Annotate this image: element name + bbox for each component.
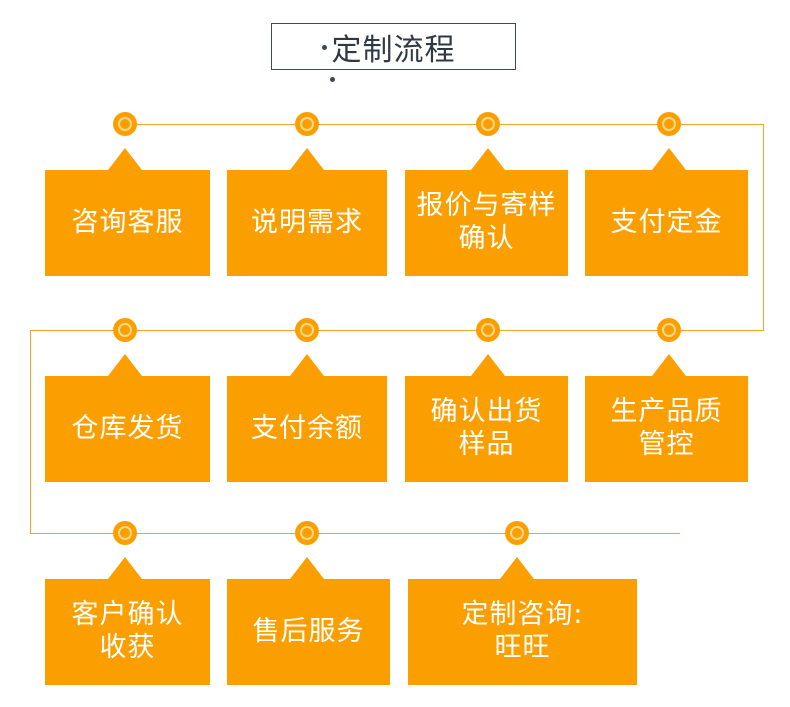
pointer-6 — [471, 354, 505, 376]
flow-step-card-7[interactable]: 支付余额 — [227, 376, 387, 482]
pointer-9 — [108, 557, 142, 579]
flow-node-2[interactable] — [295, 112, 319, 136]
pointer-2 — [290, 148, 324, 170]
pointer-8 — [108, 354, 142, 376]
flow-step-label-3: 报价与寄样 确认 — [416, 190, 557, 254]
bullet-dot-icon-secondary — [330, 77, 335, 82]
flow-step-label-8: 仓库发货 — [71, 412, 184, 444]
flow-step-card-10[interactable]: 售后服务 — [227, 579, 390, 685]
pointer-7 — [290, 354, 324, 376]
flow-node-8[interactable] — [113, 318, 137, 342]
flow-node-11[interactable] — [505, 521, 529, 545]
flow-step-card-11[interactable]: 定制咨询: 旺旺 — [408, 579, 637, 685]
flow-step-label-2: 说明需求 — [251, 206, 363, 238]
flow-step-card-2[interactable]: 说明需求 — [227, 170, 387, 276]
flow-step-label-9: 客户确认 收获 — [71, 599, 184, 663]
rail-row2-horizontal — [30, 330, 764, 331]
pointer-3 — [471, 148, 505, 170]
flow-node-10[interactable] — [295, 521, 319, 545]
flow-step-card-6[interactable]: 确认出货 样品 — [405, 376, 568, 482]
flow-step-card-9[interactable]: 客户确认 收获 — [45, 579, 210, 685]
bullet-dot-icon — [322, 45, 327, 50]
flow-node-9[interactable] — [113, 521, 137, 545]
flow-node-7[interactable] — [295, 318, 319, 342]
rail-row1-horizontal — [125, 124, 764, 125]
flow-step-card-3[interactable]: 报价与寄样 确认 — [405, 170, 568, 276]
flow-node-5[interactable] — [657, 318, 681, 342]
rail-row3-horizontal — [30, 533, 680, 534]
flow-step-label-10: 售后服务 — [252, 615, 365, 647]
flow-step-label-7: 支付余额 — [251, 412, 363, 444]
flow-step-card-8[interactable]: 仓库发货 — [45, 376, 210, 482]
flow-step-label-1: 咨询客服 — [71, 206, 184, 238]
pointer-1 — [108, 148, 142, 170]
flow-node-6[interactable] — [476, 318, 500, 342]
flow-step-label-4: 支付定金 — [610, 206, 723, 238]
rail-right-vertical — [763, 124, 764, 331]
pointer-4 — [652, 148, 686, 170]
pointer-11 — [500, 557, 534, 579]
flow-step-card-1[interactable]: 咨询客服 — [45, 170, 210, 276]
title-box — [271, 23, 516, 70]
page-title: 定制流程 — [331, 32, 456, 68]
rail-left-vertical — [30, 330, 31, 533]
flow-step-label-11: 定制咨询: 旺旺 — [461, 599, 584, 663]
flow-node-3[interactable] — [476, 112, 500, 136]
flow-step-card-4[interactable]: 支付定金 — [585, 170, 748, 276]
pointer-5 — [652, 354, 686, 376]
flow-step-card-5[interactable]: 生产品质 管控 — [585, 376, 748, 482]
flow-step-label-6: 确认出货 样品 — [430, 396, 543, 460]
flow-step-label-5: 生产品质 管控 — [610, 396, 723, 460]
flow-node-1[interactable] — [113, 112, 137, 136]
flow-node-4[interactable] — [657, 112, 681, 136]
pointer-10 — [290, 557, 324, 579]
